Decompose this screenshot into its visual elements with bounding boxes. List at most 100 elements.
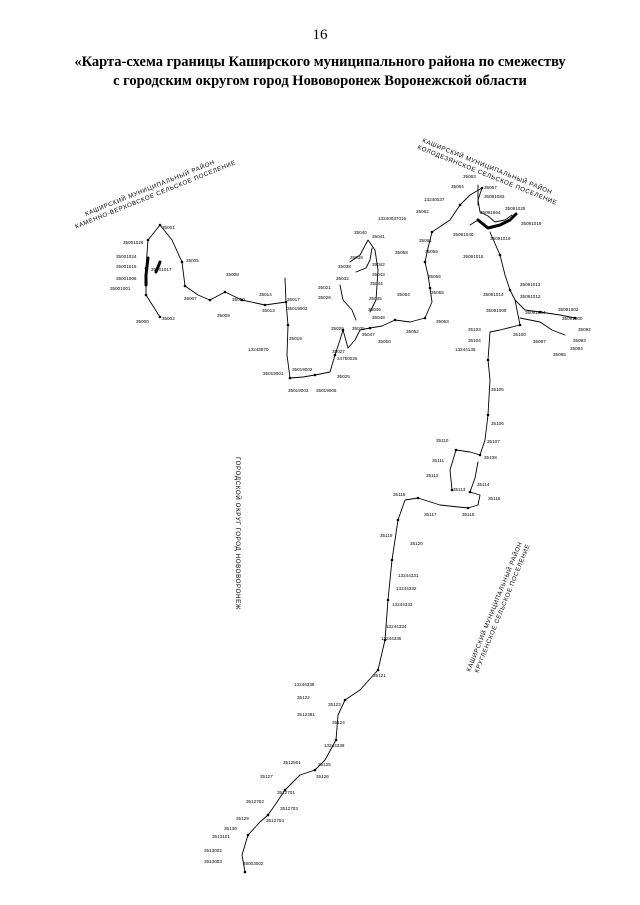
point-label: 35095	[553, 352, 566, 357]
point-label: 35017	[287, 297, 300, 302]
point-labels: 35001 35001026 35001024 35001015 3500100…	[110, 174, 591, 866]
point-label: 35007	[184, 296, 197, 301]
point-label: 13244334	[386, 624, 407, 629]
point-label: 35058	[395, 250, 408, 255]
page-number: 16	[312, 27, 328, 43]
point-label: 35038	[338, 264, 351, 269]
point-label: 35002	[162, 316, 175, 321]
point-label: 3513101	[212, 834, 230, 839]
point-label: 35126	[316, 774, 329, 779]
document-title: «Карта-схема границы Каширского муниципа…	[74, 54, 566, 89]
point-label: 35019001	[263, 371, 284, 376]
point-label: 35000	[136, 319, 149, 324]
point-label: 35001015	[116, 264, 137, 269]
point-label: 35116	[462, 512, 475, 517]
point-label: 35103	[468, 327, 481, 332]
point-label: 13240037016	[378, 216, 407, 221]
point-label: 35054	[397, 292, 410, 297]
boundary-points	[144, 186, 577, 874]
point-label: 13244335	[381, 636, 402, 641]
point-label: 35120	[410, 541, 423, 546]
point-label: 35091025	[505, 206, 526, 211]
point-label: 35112	[426, 473, 439, 478]
point-label: 35067	[484, 185, 497, 190]
point-label: 35039	[350, 255, 363, 260]
point-label: 35001017	[151, 267, 172, 272]
point-label: 3512704	[266, 818, 284, 823]
point-label: 3512703	[280, 806, 298, 811]
point-label: 35041	[372, 234, 385, 239]
point-label: 35091000	[562, 316, 583, 321]
point-label: 35001024	[116, 254, 137, 259]
point-label: 3513003	[204, 859, 222, 864]
point-label: 35001005	[116, 276, 137, 281]
point-label: 35026	[318, 295, 331, 300]
point-label: 13243970	[248, 347, 269, 352]
point-label: 35113	[453, 487, 466, 492]
area-label-novovoronezh: ГОРОДСКОЙ ОКРУГ ГОРОД НОВОВОРОНЕЖ	[234, 457, 242, 610]
point-label: 35019002	[287, 306, 308, 311]
point-label: 35122	[297, 695, 310, 700]
point-label: 3513002	[204, 848, 222, 853]
point-label: 35110	[436, 438, 449, 443]
point-label: 35063	[463, 174, 476, 179]
point-label: 35108	[484, 455, 497, 460]
point-label: 35111	[432, 458, 445, 463]
point-label: 13244332	[396, 586, 417, 591]
area-label-line: КАШИРСКИЙ МУНИЦИПАЛЬНЫЙ РАЙОН	[464, 540, 524, 672]
point-label: 35125	[318, 762, 331, 767]
area-label-line: КАМЕННО-ВЕРХОВСКОЕ СЕЛЬСКОЕ ПОСЕЛЕНИЕ	[74, 159, 237, 230]
point-label: 35013	[262, 308, 275, 313]
point-label: 35091012	[520, 294, 541, 299]
area-label-line: КАШИРСКИЙ МУНИЦИПАЛЬНЫЙ РАЙОН	[84, 158, 216, 218]
point-label: 35045	[369, 296, 382, 301]
point-label: 35044	[370, 281, 383, 286]
point-label: 3512702	[246, 799, 264, 804]
point-label: 35025	[337, 374, 350, 379]
boundary-line	[144, 184, 576, 873]
point-label: 35091015	[463, 254, 484, 259]
point-label: 35118	[393, 492, 406, 497]
point-label: 35010	[232, 297, 245, 302]
point-label: 35092	[578, 327, 591, 332]
point-label: 35091040	[453, 232, 474, 237]
point-label: 35107	[487, 439, 500, 444]
point-label: 35014	[259, 292, 272, 297]
point-label: 35048	[372, 315, 385, 320]
point-label: 35106	[491, 421, 504, 426]
point-label: 35091002	[558, 307, 579, 312]
point-label: 35001026	[123, 240, 144, 245]
point-label: 35042	[372, 262, 385, 267]
point-label: 35062	[416, 209, 429, 214]
area-label-line: КРУГЛЕНСКОЕ СЕЛЬСКОЕ ПОСЕЛЕНИЕ	[474, 543, 532, 674]
point-label: 35001	[162, 225, 175, 230]
point-label: 35035	[352, 326, 365, 331]
point-label: 35052	[406, 329, 419, 334]
point-label: 13244331	[398, 573, 419, 578]
point-label: 35097	[533, 339, 546, 344]
point-label: 35005	[186, 258, 199, 263]
point-label: 35105	[491, 387, 504, 392]
point-label: 35130	[224, 826, 237, 831]
point-label: 35091083	[484, 194, 505, 199]
point-label: 35009	[217, 313, 230, 318]
point-label: 35093	[573, 338, 586, 343]
point-label: 35061	[419, 238, 432, 243]
point-label: 13244338	[324, 743, 345, 748]
point-label: 35123	[328, 702, 341, 707]
point-label: 35127	[260, 774, 273, 779]
point-label: 35124	[332, 720, 345, 725]
point-label: 35019002	[292, 367, 313, 372]
point-label: 48003002	[243, 861, 264, 866]
point-label: 35091016	[490, 236, 511, 241]
point-label: 35091009	[486, 308, 507, 313]
point-label: 35032	[336, 276, 349, 281]
point-label: 35094	[570, 346, 583, 351]
point-label: 35115	[488, 496, 501, 501]
point-label: 35029	[331, 326, 344, 331]
point-label: 3512381	[297, 712, 315, 717]
point-label: 35100	[513, 332, 526, 337]
point-label: 35056	[428, 274, 441, 279]
point-label: 35091664	[480, 210, 501, 215]
